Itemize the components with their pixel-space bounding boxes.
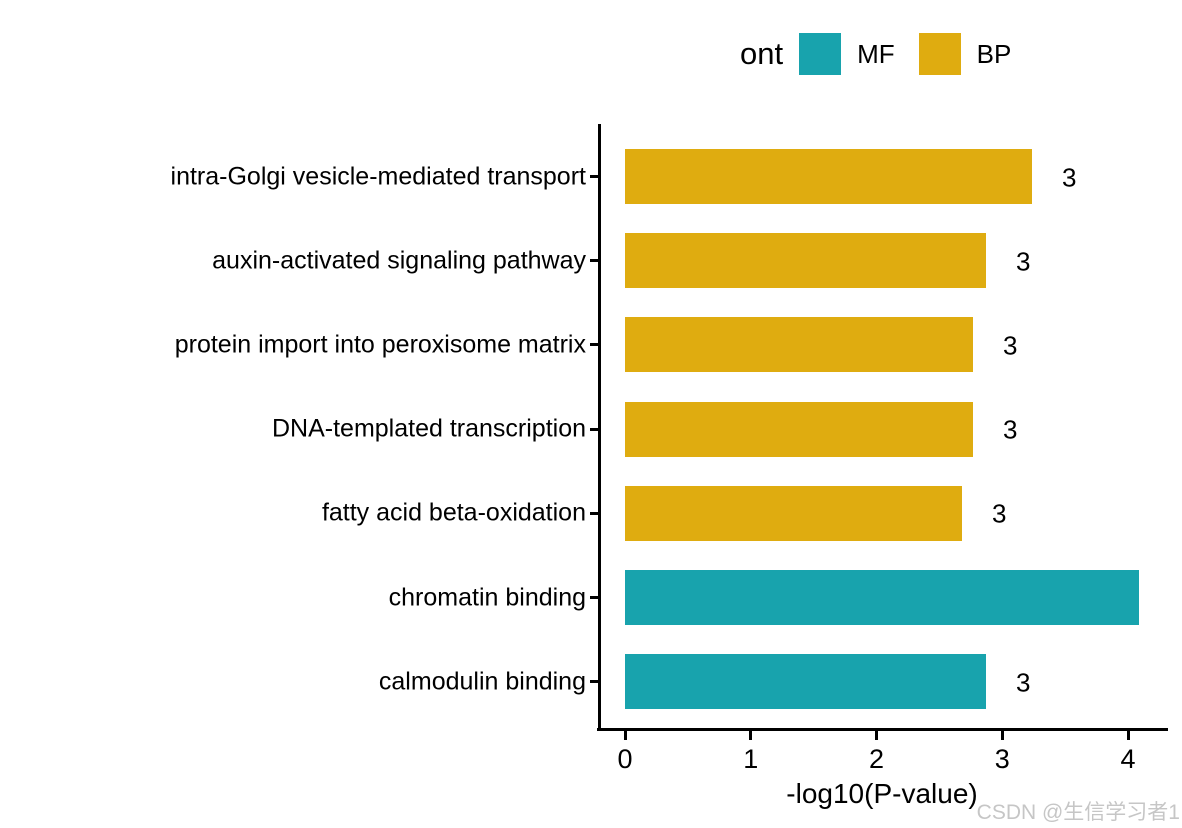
legend: ont MF BP (740, 28, 1035, 80)
x-axis-title: -log10(P-value) (786, 778, 978, 809)
category-label: auxin-activated signaling pathway (212, 246, 586, 275)
y-axis-tick (590, 259, 598, 263)
bar-bp (625, 317, 973, 373)
legend-swatch-bp (918, 33, 961, 75)
bar-mf (625, 570, 1139, 625)
y-axis-tick (590, 680, 598, 684)
x-axis-tick-label: 2 (868, 744, 885, 774)
bar-count-label: 3 (992, 498, 1007, 529)
x-axis-tick-label: 1 (743, 744, 759, 774)
category-label: DNA-templated transcription (271, 414, 586, 443)
legend-item-label: MF (857, 38, 895, 69)
y-axis-line (598, 124, 601, 731)
legend-item-mf: MF (799, 33, 895, 75)
category-label: chromatin binding (388, 583, 586, 611)
category-label: protein import into peroxisome matrix (174, 330, 586, 359)
bar-count-label: 3 (1062, 162, 1077, 192)
bar-count-label: 3 (1016, 667, 1031, 698)
legend-items: MF BP (799, 33, 1035, 75)
y-axis-tick (590, 596, 598, 599)
bar-bp (625, 149, 1032, 204)
bar-count-label: 3 (1016, 246, 1031, 277)
y-axis-tick (590, 427, 598, 431)
x-axis-tick-label: 0 (617, 744, 633, 774)
y-axis-tick (590, 343, 598, 347)
legend-item-bp: BP (918, 33, 1012, 75)
bar-count-label: 3 (1003, 414, 1018, 445)
x-axis-tick-label: 4 (1120, 744, 1136, 774)
watermark: CSDN @生信学习者1 (976, 801, 1180, 824)
x-axis-line (597, 728, 1168, 731)
bar-bp (625, 233, 986, 289)
bar-bp (625, 401, 973, 457)
bar-mf (625, 654, 986, 710)
y-axis-tick (590, 511, 598, 515)
x-axis-tick (623, 731, 627, 740)
legend-item-label: BP (976, 38, 1012, 69)
category-label: intra-Golgi vesicle-mediated transport (170, 162, 586, 190)
category-label: calmodulin binding (378, 667, 586, 696)
x-axis-tick (749, 731, 753, 740)
x-axis-tick-label: 3 (994, 744, 1010, 774)
x-axis-tick (875, 731, 878, 740)
x-axis-tick (1000, 731, 1004, 740)
y-axis-tick (590, 175, 598, 178)
x-axis-tick (1126, 731, 1130, 740)
bar-count-label: 3 (1003, 330, 1018, 361)
category-label: fatty acid beta-oxidation (321, 498, 586, 527)
bar-bp (625, 485, 962, 541)
legend-title: ont (740, 36, 784, 71)
legend-swatch-mf (799, 33, 842, 75)
